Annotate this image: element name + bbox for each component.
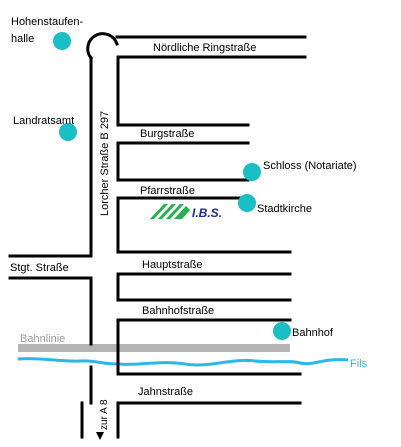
label-hohenstaufenhalle-2: halle bbox=[11, 33, 34, 45]
block-1 bbox=[116, 55, 307, 127]
label-bahnhofstrasse: Bahnhofstraße bbox=[142, 305, 214, 317]
label-bahnhof: Bahnhof bbox=[292, 327, 334, 339]
label-pfarrstrasse: Pfarrstraße bbox=[140, 185, 195, 197]
poi-landratsamt[interactable] bbox=[59, 123, 77, 141]
ibs-logo-stripes bbox=[150, 204, 190, 219]
block-2 bbox=[116, 141, 250, 182]
label-hauptstrasse: Hauptstraße bbox=[142, 259, 203, 271]
label-bahnlinie: Bahnlinie bbox=[20, 333, 65, 345]
block-4 bbox=[116, 272, 292, 302]
poi-bahnhof[interactable] bbox=[273, 322, 291, 340]
railway-line bbox=[18, 344, 290, 352]
roundabout bbox=[86, 32, 119, 61]
block-6 bbox=[116, 401, 302, 439]
label-burgstrasse: Burgstraße bbox=[140, 128, 194, 140]
poi-schloss[interactable] bbox=[243, 163, 261, 181]
label-zur-a8: zur A 8 bbox=[99, 399, 110, 430]
ibs-logo-text: I.B.S. bbox=[192, 206, 222, 220]
label-noerdliche-ringstrasse: Nördliche Ringstraße bbox=[153, 42, 256, 54]
block-3 bbox=[116, 196, 292, 254]
label-lorcher-strasse: Lorcher Straße B 297 bbox=[99, 111, 111, 216]
label-stgt-strasse: Stgt. Straße bbox=[10, 262, 69, 274]
arrow-down-icon bbox=[96, 432, 104, 440]
label-fils: Fils bbox=[350, 358, 368, 370]
label-stadtkirche: Stadtkirche bbox=[257, 203, 312, 215]
label-hohenstaufenhalle-1: Hohenstaufen- bbox=[11, 16, 83, 28]
poi-hohenstaufenhalle[interactable] bbox=[53, 32, 71, 50]
label-schloss: Schloss (Notariate) bbox=[263, 160, 357, 172]
river-fils bbox=[17, 357, 349, 367]
poi-stadtkirche[interactable] bbox=[238, 194, 256, 212]
label-jahnstrasse: Jahnstraße bbox=[138, 386, 193, 398]
block-5 bbox=[116, 318, 302, 376]
label-landratsamt: Landratsamt bbox=[13, 115, 74, 127]
